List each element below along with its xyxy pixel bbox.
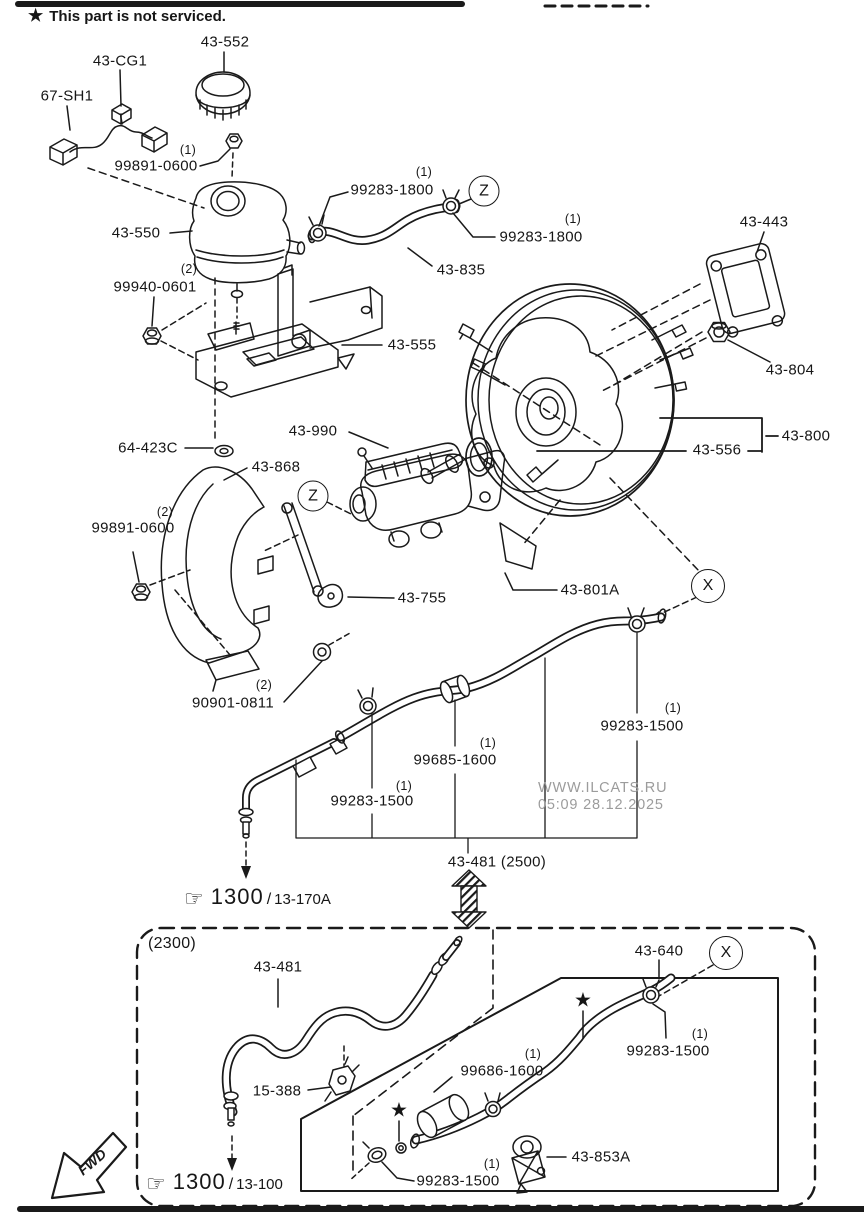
variant-box-title: (2300) — [147, 935, 197, 952]
part-label-99685-1600: 99685-1600 — [413, 751, 497, 769]
part-label-43-800: 43-800 — [781, 427, 831, 445]
duct-drawing — [149, 466, 274, 692]
part-label-15-388: 15-388 — [252, 1082, 302, 1100]
part-label-43-853a: 43-853A — [571, 1148, 631, 1166]
part-label-99686-1600: 99686-1600 — [460, 1062, 544, 1080]
hand-icon: ☞ — [146, 1171, 166, 1196]
view-ref-circle-x: X — [691, 569, 725, 603]
qty-badge: (2) — [156, 505, 174, 519]
not-serviced-note: ★This part is not serviced. — [28, 6, 226, 25]
star-icon: ★ — [574, 989, 592, 1012]
reservoir-drawing — [169, 181, 306, 319]
part-label-43-868: 43-868 — [251, 458, 301, 476]
part-label-43-cg1: 43-CG1 — [92, 52, 148, 70]
part-label-43-481: 43-481 — [253, 958, 303, 976]
variant-arrow — [451, 869, 487, 929]
part-label-43-804: 43-804 — [765, 361, 815, 379]
part-label-67-sh1: 67-SH1 — [40, 87, 94, 105]
part-label-99940-0601: 99940-0601 — [113, 278, 197, 296]
part-label-43-755: 43-755 — [397, 589, 447, 607]
view-ref-circle-x: X — [709, 936, 743, 970]
part-label-43-990: 43-990 — [288, 422, 338, 440]
bracket-drawing — [195, 264, 383, 443]
hose-2300-43-481 — [221, 935, 463, 1171]
part-label-43-555: 43-555 — [387, 336, 437, 354]
part-label-99283-1800-b: 99283-1800 — [499, 228, 583, 246]
part-label-64-423c: 64-423C — [118, 439, 178, 457]
cap-drawing — [195, 51, 251, 121]
qty-badge: (1) — [395, 779, 413, 793]
part-label-43-443: 43-443 — [739, 213, 789, 231]
part-label-43-481-2500: 43-481 (2500) — [447, 853, 547, 871]
star-icon: ★ — [28, 6, 44, 25]
qty-badge: (1) — [483, 1157, 501, 1171]
star-icon: ★ — [390, 1099, 408, 1122]
booster-drawing — [458, 283, 707, 573]
part-label-43-556: 43-556 — [692, 441, 742, 459]
part-label-90901-0811: 90901-0811 — [192, 694, 274, 712]
part-label-99283-1500-a: 99283-1500 — [330, 792, 414, 810]
part-label-99283-1800-a: 99283-1800 — [350, 181, 434, 199]
holder-43-853a — [511, 1135, 567, 1194]
part-label-43-552: 43-552 — [200, 33, 250, 51]
hose-2300-43-640 — [409, 959, 714, 1149]
master-cylinder-drawing — [326, 431, 506, 548]
part-label-99283-1500-c: 99283-1500 — [626, 1042, 710, 1060]
part-label-99283-1500-d: 99283-1500 — [416, 1172, 500, 1190]
watermark: WWW.ILCATS.RU 05:09 28.12.2025 — [538, 780, 668, 814]
view-ref-circle-z: Z — [297, 480, 329, 512]
part-label-99283-1500-b: 99283-1500 — [600, 717, 684, 735]
part-label-43-640: 43-640 — [634, 942, 684, 960]
part-label-99891-0600-b: 99891-0600 — [91, 519, 175, 537]
qty-badge: (1) — [479, 736, 497, 750]
qty-badge: (1) — [664, 701, 682, 715]
view-ref-circle-z: Z — [468, 175, 500, 207]
qty-badge: (1) — [691, 1027, 709, 1041]
part-label-43-550: 43-550 — [111, 224, 161, 242]
qty-badge: (1) — [179, 143, 197, 157]
part-label-43-801a: 43-801A — [560, 581, 620, 599]
qty-badge: (1) — [524, 1047, 542, 1061]
page-ref-13-170a: ☞ 1300 / 13-170A — [184, 884, 331, 911]
qty-badge: (1) — [415, 165, 433, 179]
qty-badge: (2) — [255, 678, 273, 692]
gasket-drawing — [705, 242, 786, 338]
page-ref-13-100: ☞ 1300 / 13-100 — [146, 1169, 283, 1196]
qty-badge: (2) — [180, 262, 198, 276]
hose-2500-drawing — [238, 607, 667, 879]
part-label-99891-0600-top: 99891-0600 — [114, 157, 198, 175]
fwd-arrow: FWD — [50, 1131, 128, 1200]
part-label-43-835: 43-835 — [436, 261, 486, 279]
harness-drawing — [49, 69, 205, 209]
hand-icon: ☞ — [184, 886, 204, 911]
hose-43-835 — [307, 189, 496, 267]
qty-badge: (1) — [564, 212, 582, 226]
